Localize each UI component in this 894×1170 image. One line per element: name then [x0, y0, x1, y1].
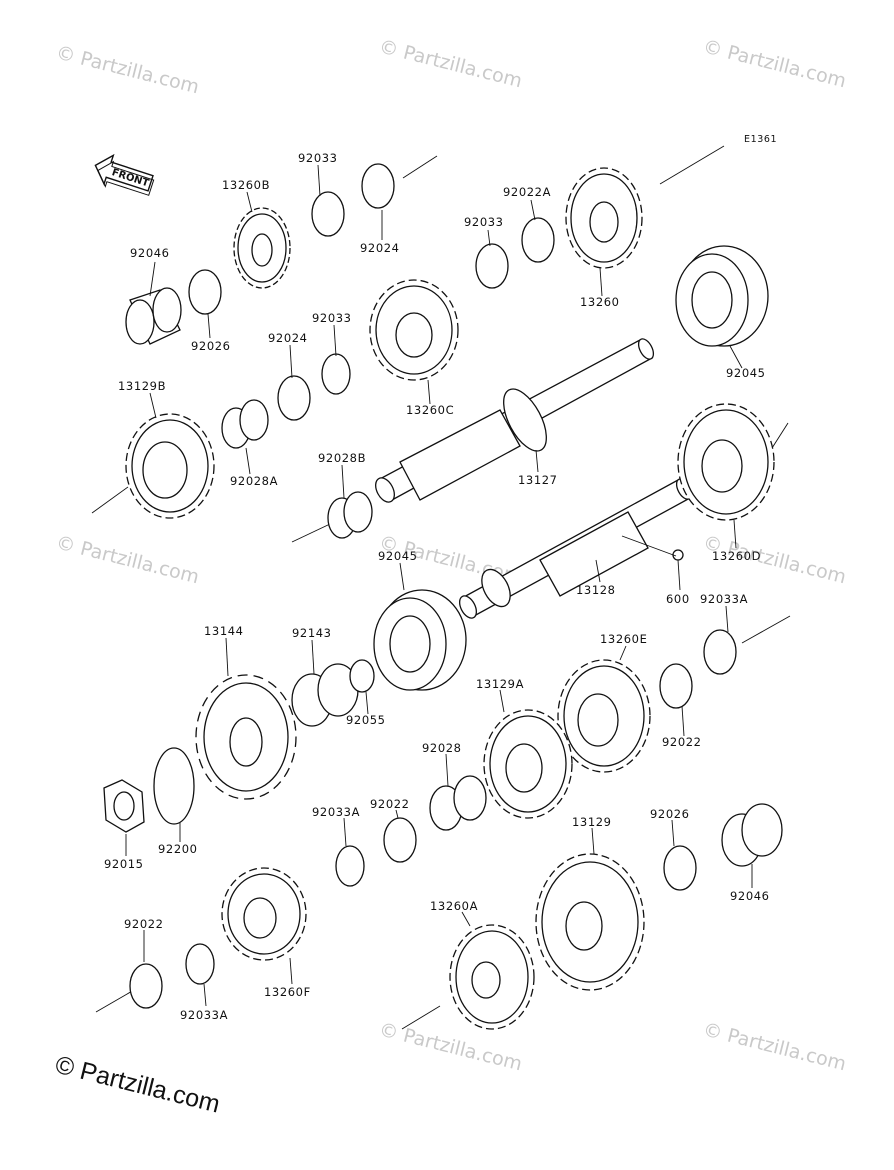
diagram-code: E1361: [744, 134, 777, 145]
part-label: 13260A: [430, 899, 478, 913]
gear-13260d: [677, 403, 775, 521]
part-label: 92022: [662, 735, 702, 749]
part-label: 92055: [346, 713, 386, 727]
gear-13260a: [449, 924, 535, 1030]
part-label: 92024: [360, 241, 400, 255]
collar-92046-upper: [125, 287, 182, 345]
part-labels: 92033 13260B 92024 92046 92026 92022A 92…: [104, 151, 770, 1022]
part-label: 13260: [580, 295, 620, 309]
front-arrow-icon: FRONT: [94, 153, 155, 196]
part-label: 92022: [370, 797, 410, 811]
part-label: 13260D: [712, 549, 761, 563]
part-label: 92028A: [230, 474, 278, 488]
bushing-92028a: [221, 399, 269, 449]
gear-13260c: [369, 279, 459, 381]
part-label: 92026: [191, 339, 231, 353]
part-label: 92045: [726, 366, 766, 380]
part-label: 92015: [104, 857, 144, 871]
gear-13260e: [557, 659, 651, 773]
part-label: 92024: [268, 331, 308, 345]
collar-92046-lower: [721, 803, 783, 867]
gear-13260f: [221, 867, 307, 961]
part-label: 92026: [650, 807, 690, 821]
bearing-92045-lower: [373, 589, 467, 691]
part-label: 92033A: [700, 592, 748, 606]
leader-lines: [125, 164, 753, 1007]
part-label: 92046: [730, 889, 770, 903]
part-label: 600: [666, 592, 690, 606]
part-label: 13260E: [600, 632, 647, 646]
copyright: © Partzilla.com: [53, 1051, 223, 1119]
part-label: 92033: [312, 311, 352, 325]
sprocket-13144: [195, 674, 297, 800]
part-label: 13129B: [118, 379, 166, 393]
axis-lines: [91, 145, 791, 1030]
part-label: 13260C: [406, 403, 454, 417]
part-label: 92033A: [312, 805, 360, 819]
part-label: 92022A: [503, 185, 551, 199]
part-label: 92028: [422, 741, 462, 755]
watermark: © Partzilla.com: [701, 1019, 849, 1076]
part-label: 92022: [124, 917, 164, 931]
part-label: 13128: [576, 583, 616, 597]
bearing-92045-upper: [675, 245, 769, 347]
gear-13260: [565, 167, 643, 269]
watermark: © Partzilla.com: [701, 36, 849, 93]
part-label: 13260B: [222, 178, 270, 192]
part-label: 92033: [464, 215, 504, 229]
mainshaft-13128: [458, 478, 693, 619]
part-label: 92033: [298, 151, 338, 165]
watermark: © Partzilla.com: [377, 36, 525, 93]
part-label: 92046: [130, 246, 170, 260]
gear-13260b: [233, 207, 291, 289]
collar-92143: [291, 663, 359, 727]
part-label: 13144: [204, 624, 244, 638]
part-label: 92033A: [180, 1008, 228, 1022]
part-label: 92143: [292, 626, 332, 640]
bushing-92028: [429, 775, 487, 831]
part-label: 13129A: [476, 677, 524, 691]
watermark: © Partzilla.com: [54, 42, 202, 99]
gear-13129a: [483, 709, 573, 819]
bushing-92028b: [327, 491, 373, 539]
gear-13129b: [125, 413, 215, 519]
part-label: 92028B: [318, 451, 366, 465]
countershaft-13127: [375, 338, 655, 503]
part-label: 13260F: [264, 985, 311, 999]
part-label: 92200: [158, 842, 198, 856]
part-label: 92045: [378, 549, 418, 563]
gear-13129: [535, 853, 645, 991]
part-label: 13129: [572, 815, 612, 829]
part-label: 13127: [518, 473, 558, 487]
watermark: © Partzilla.com: [54, 532, 202, 589]
nut-92015: [103, 779, 145, 833]
washers: [129, 163, 737, 1009]
